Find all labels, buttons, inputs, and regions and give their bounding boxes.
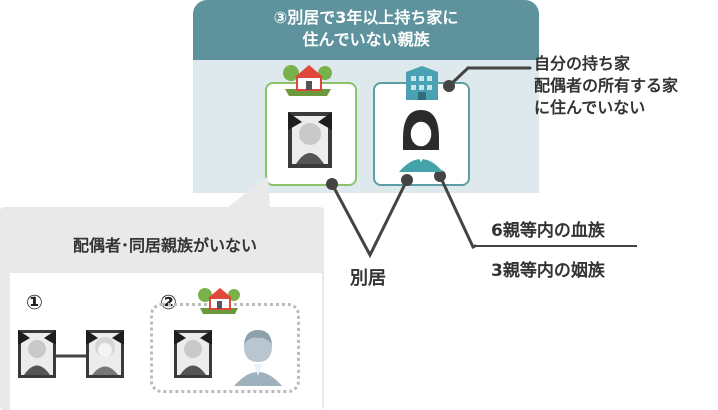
top-title-line1: ③別居で3年以上持ち家に: [273, 8, 459, 27]
own-home-note: 自分の持ち家 配偶者の所有する家 に住んでいない: [534, 53, 678, 119]
man-icon: [234, 330, 282, 386]
top-panel-header: ③別居で3年以上持ち家に 住んでいない親族: [193, 0, 539, 60]
top-title-line2: 住んでいない親族: [302, 30, 430, 49]
house-icon: [283, 65, 332, 96]
elderly-man-icon: [18, 330, 56, 378]
case-1-label: ①: [26, 290, 43, 314]
blood-relatives-label: 6親等内の血族: [491, 221, 605, 241]
separate-connector: [330, 178, 409, 259]
dot-right-person-2: [434, 170, 446, 182]
relatives-divider: [475, 245, 637, 247]
dot-building: [443, 80, 455, 92]
house-icon: [198, 288, 240, 314]
bottom-panel-title: 配偶者･同居親族がいない: [72, 236, 257, 255]
case-2-label: ②: [160, 290, 177, 314]
inlaw-relatives-label: 3親等内の姻族: [491, 261, 605, 281]
dot-left-person: [326, 178, 338, 190]
own-home-line2: 配偶者の所有する家: [534, 76, 679, 95]
own-home-line3: に住んでいない: [534, 98, 646, 117]
dot-right-person: [401, 174, 413, 186]
elderly-man-icon: [174, 330, 212, 378]
building-icon: [406, 66, 438, 100]
relative-connector: [438, 174, 477, 250]
callout-pointer: [228, 176, 270, 207]
separate-living-label: 別居: [350, 268, 386, 289]
own-home-line1: 自分の持ち家: [534, 54, 631, 73]
elderly-man-icon: [288, 112, 332, 168]
elderly-woman-icon: [86, 330, 124, 378]
young-woman-icon: [399, 110, 443, 172]
